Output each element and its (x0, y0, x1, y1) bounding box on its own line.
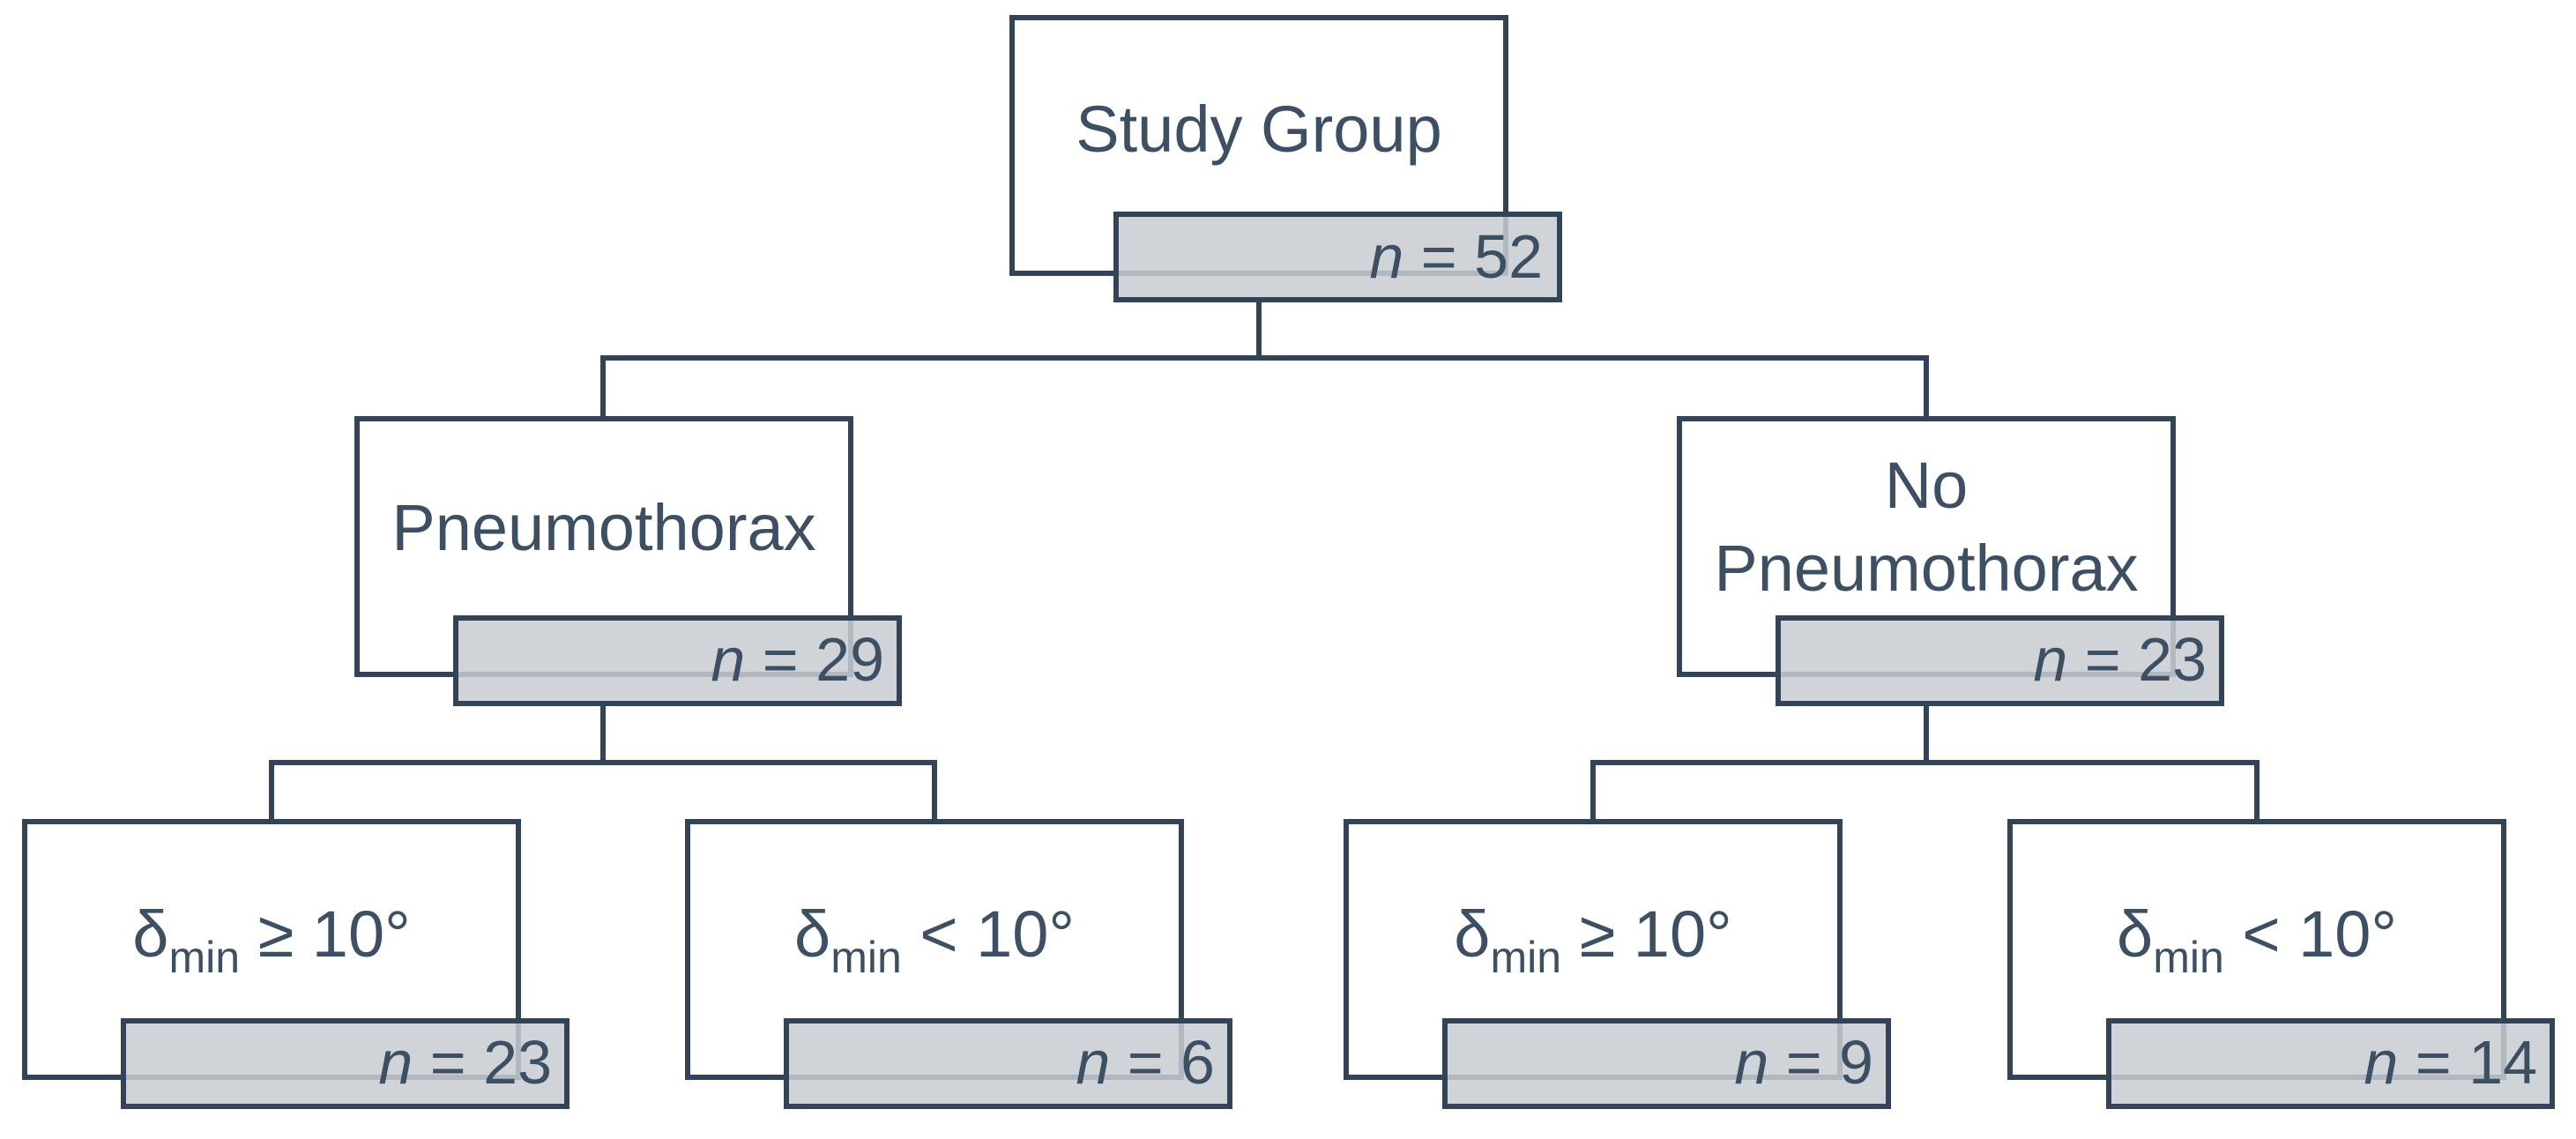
node-label: δmin < 10° (2117, 897, 2397, 982)
count-text: n = 52 (1369, 222, 1543, 291)
node-no-pneumothorax-delta-ge-10: δmin ≥ 10° n = 9 (1344, 819, 1891, 1109)
node-label: δmin ≥ 10° (1454, 897, 1731, 982)
connector-pneumothorax (269, 704, 937, 822)
node-study-group: Study Group n = 52 (1009, 15, 1562, 302)
count-box (1776, 615, 2224, 706)
node-no-pneumothorax: No Pneumothorax n = 23 (1677, 416, 2224, 706)
connector-lines (269, 300, 2260, 822)
node-pneumothorax: Pneumothorax n = 29 (354, 416, 902, 706)
node-label: Study Group (1076, 93, 1441, 166)
node-label-line1: No (1885, 449, 1969, 522)
count-box (121, 1018, 570, 1109)
count-box (784, 1018, 1232, 1109)
node-label: Pneumothorax (391, 491, 815, 564)
count-box (2106, 1018, 2555, 1109)
connector-no-pneumothorax (1590, 704, 2260, 822)
node-pneumothorax-delta-lt-10: δmin < 10° n = 6 (685, 819, 1232, 1109)
node-no-pneumothorax-delta-lt-10: δmin < 10° n = 14 (2007, 819, 2555, 1109)
count-text: n = 29 (711, 625, 884, 694)
count-text: n = 23 (2033, 625, 2207, 694)
count-box (1113, 212, 1562, 302)
count-text: n = 6 (1076, 1028, 1215, 1097)
count-box (1442, 1018, 1891, 1109)
node-label: δmin ≥ 10° (132, 897, 410, 982)
count-text: n = 14 (2364, 1028, 2537, 1097)
count-text: n = 23 (378, 1028, 552, 1097)
node-label-line2: Pneumothorax (1714, 532, 2138, 605)
connector-root (600, 300, 1929, 419)
count-text: n = 9 (1734, 1028, 1873, 1097)
node-label: δmin < 10° (794, 897, 1075, 982)
count-box (453, 615, 902, 706)
node-pneumothorax-delta-ge-10: δmin ≥ 10° n = 23 (22, 819, 570, 1109)
